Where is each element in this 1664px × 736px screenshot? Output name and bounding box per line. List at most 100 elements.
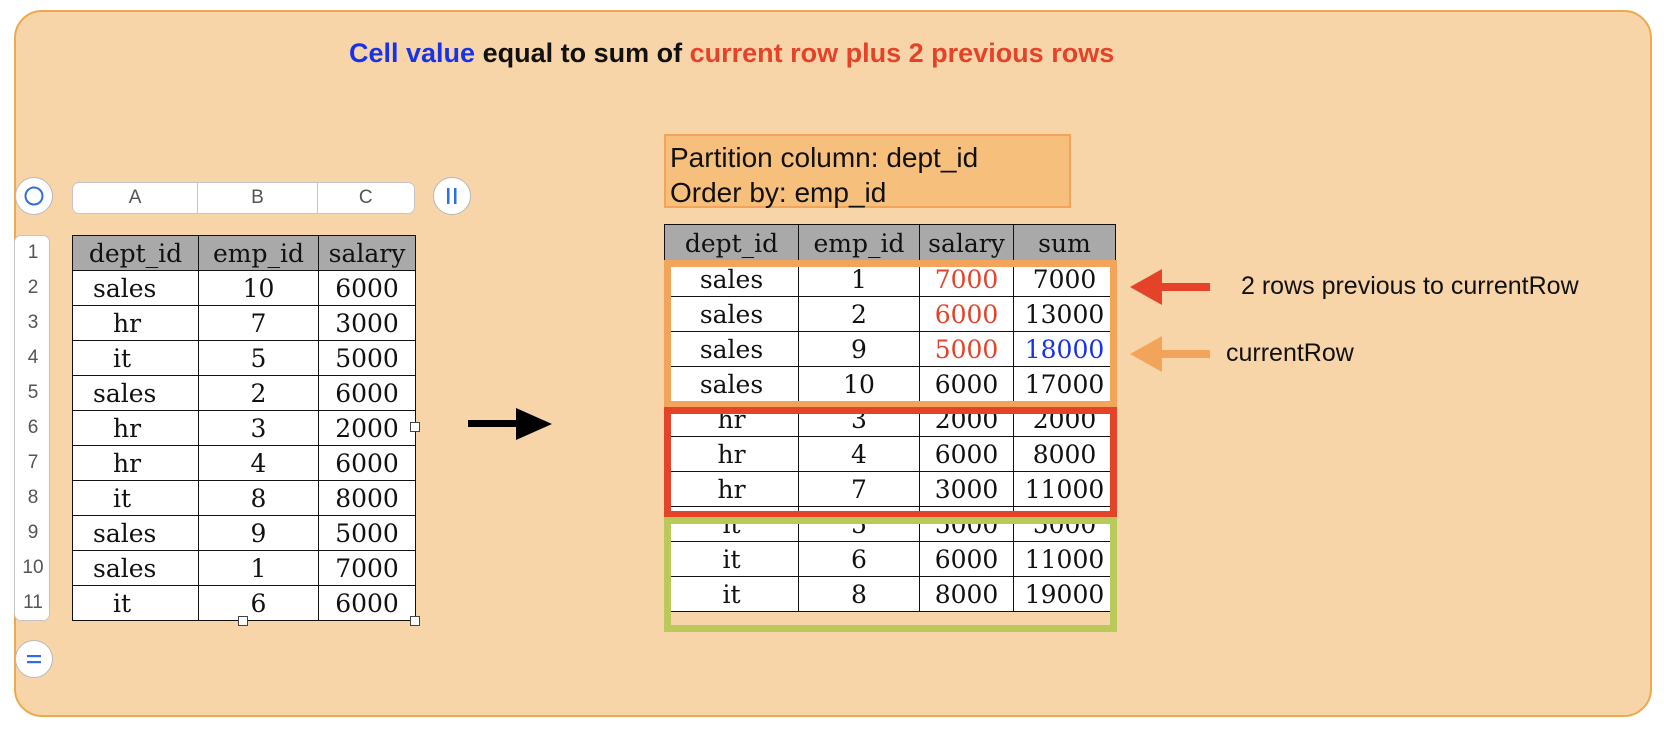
header-emp-id[interactable]: emp_id (798, 224, 920, 262)
cell-salary[interactable]: 3000 (919, 471, 1014, 507)
cell-emp-id[interactable]: 4 (798, 436, 920, 472)
row-number[interactable]: 5 (27, 382, 39, 403)
cell-salary[interactable]: 8000 (318, 480, 416, 516)
cell-sum[interactable]: 17000 (1013, 366, 1116, 402)
cell-dept-id[interactable]: sales (72, 550, 199, 586)
column-letter-c[interactable]: C (358, 187, 373, 208)
cell-sum[interactable]: 7000 (1013, 261, 1116, 297)
cell-dept-id[interactable]: it (664, 506, 799, 542)
cell-salary[interactable]: 6000 (919, 296, 1014, 332)
cell-sum[interactable]: 11000 (1013, 541, 1116, 577)
cell-salary[interactable]: 6000 (318, 445, 416, 481)
cell-salary[interactable]: 5000 (318, 515, 416, 551)
cell-dept-id[interactable]: hr (72, 410, 199, 446)
table-row: sales 2 6000 (72, 375, 416, 411)
cell-dept-id[interactable]: sales (664, 296, 799, 332)
cell-emp-id[interactable]: 5 (798, 506, 920, 542)
cell-emp-id[interactable]: 1 (198, 550, 319, 586)
cell-sum-current-row[interactable]: 18000 (1013, 331, 1116, 367)
row-number[interactable]: 4 (27, 347, 39, 368)
cell-sum[interactable]: 19000 (1013, 576, 1116, 612)
add-row-button[interactable] (15, 640, 53, 678)
cell-emp-id[interactable]: 8 (198, 480, 319, 516)
column-letter-a[interactable]: A (73, 183, 199, 213)
cell-emp-id[interactable]: 8 (798, 576, 920, 612)
cell-dept-id[interactable]: hr (664, 436, 799, 472)
cell-emp-id[interactable]: 2 (198, 375, 319, 411)
cell-dept-id[interactable]: sales (72, 270, 199, 306)
table-row: sales 10 6000 17000 (664, 366, 1116, 402)
cell-emp-id[interactable]: 7 (198, 305, 319, 341)
resize-handle[interactable] (410, 616, 420, 626)
column-resize-button[interactable] (433, 177, 471, 215)
column-letter-b[interactable]: B (198, 183, 318, 213)
table-row: sales 9 5000 18000 (664, 331, 1116, 367)
cell-dept-id[interactable]: sales (664, 366, 799, 402)
cell-dept-id[interactable]: it (664, 541, 799, 577)
cell-salary[interactable]: 6000 (318, 270, 416, 306)
resize-handle[interactable] (410, 422, 420, 432)
cell-emp-id[interactable]: 10 (798, 366, 920, 402)
header-sum[interactable]: sum (1013, 224, 1116, 262)
cell-emp-id[interactable]: 4 (198, 445, 319, 481)
cell-salary[interactable]: 2000 (919, 401, 1014, 437)
row-number[interactable]: 2 (27, 277, 39, 298)
cell-salary[interactable]: 5000 (318, 340, 416, 376)
cell-dept-id[interactable]: hr (664, 401, 799, 437)
header-emp-id[interactable]: emp_id (198, 235, 319, 271)
row-number[interactable]: 8 (27, 487, 39, 508)
header-dept-id[interactable]: dept_id (664, 224, 799, 262)
cell-emp-id[interactable]: 5 (198, 340, 319, 376)
cell-sum[interactable]: 8000 (1013, 436, 1116, 472)
resize-handle[interactable] (238, 616, 248, 626)
cell-dept-id[interactable]: it (72, 340, 199, 376)
row-number[interactable]: 9 (27, 522, 39, 543)
cell-dept-id[interactable]: sales (72, 515, 199, 551)
cell-dept-id[interactable]: hr (664, 471, 799, 507)
cell-salary[interactable]: 6000 (919, 541, 1014, 577)
cell-dept-id[interactable]: sales (664, 331, 799, 367)
cell-salary[interactable]: 5000 (919, 506, 1014, 542)
row-number[interactable]: 3 (27, 312, 39, 333)
cell-emp-id[interactable]: 3 (198, 410, 319, 446)
cell-emp-id[interactable]: 6 (798, 541, 920, 577)
cell-sum[interactable]: 11000 (1013, 471, 1116, 507)
cell-emp-id[interactable]: 7 (798, 471, 920, 507)
cell-salary[interactable]: 8000 (919, 576, 1014, 612)
row-number[interactable]: 1 (27, 242, 39, 263)
cell-dept-id[interactable]: it (72, 585, 199, 621)
row-number[interactable]: 7 (27, 452, 39, 473)
cell-dept-id[interactable]: hr (72, 445, 199, 481)
cell-salary[interactable]: 7000 (919, 261, 1014, 297)
cell-emp-id[interactable]: 10 (198, 270, 319, 306)
cell-salary[interactable]: 6000 (919, 366, 1014, 402)
cell-emp-id[interactable]: 2 (798, 296, 920, 332)
cell-sum[interactable]: 5000 (1013, 506, 1116, 542)
cell-emp-id[interactable]: 9 (198, 515, 319, 551)
cell-dept-id[interactable]: it (72, 480, 199, 516)
row-number[interactable]: 10 (22, 557, 44, 578)
row-number[interactable]: 6 (27, 417, 39, 438)
cell-dept-id[interactable]: it (664, 576, 799, 612)
cell-sum[interactable]: 13000 (1013, 296, 1116, 332)
cell-emp-id[interactable]: 3 (798, 401, 920, 437)
cell-dept-id[interactable]: sales (664, 261, 799, 297)
table-select-button[interactable] (15, 177, 53, 215)
header-salary[interactable]: salary (919, 224, 1014, 262)
cell-salary[interactable]: 2000 (318, 410, 416, 446)
cell-salary[interactable]: 6000 (919, 436, 1014, 472)
header-dept-id[interactable]: dept_id (72, 235, 199, 271)
cell-salary[interactable]: 6000 (318, 375, 416, 411)
cell-sum[interactable]: 2000 (1013, 401, 1116, 437)
cell-emp-id[interactable]: 9 (798, 331, 920, 367)
cell-emp-id[interactable]: 1 (798, 261, 920, 297)
cell-salary[interactable]: 7000 (318, 550, 416, 586)
cell-dept-id[interactable]: hr (72, 305, 199, 341)
cell-dept-id[interactable]: sales (72, 375, 199, 411)
cell-salary[interactable]: 5000 (919, 331, 1014, 367)
cell-salary[interactable]: 6000 (318, 585, 416, 621)
cell-salary[interactable]: 3000 (318, 305, 416, 341)
header-salary[interactable]: salary (318, 235, 416, 271)
row-number[interactable]: 11 (23, 592, 43, 613)
cell-emp-id[interactable]: 6 (198, 585, 319, 621)
